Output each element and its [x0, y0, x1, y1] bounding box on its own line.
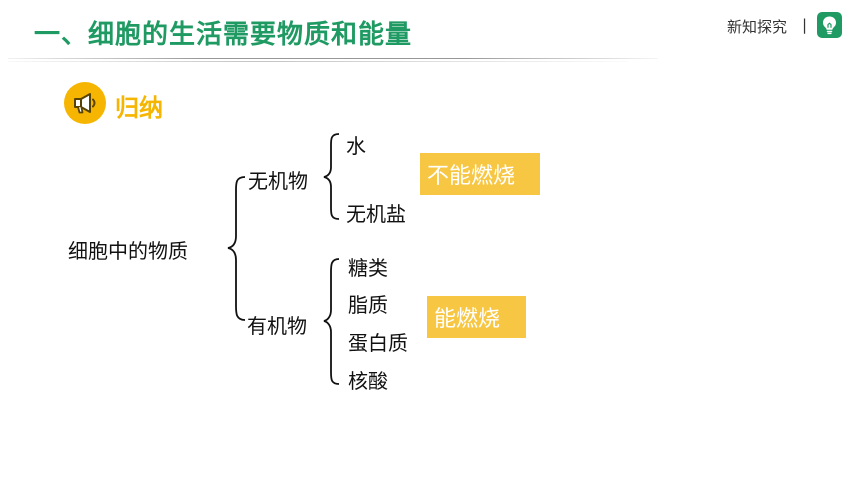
page-title: 一、细胞的生活需要物质和能量: [34, 20, 413, 50]
organic-label: 有机物: [247, 314, 307, 338]
organic-item: 脂质: [348, 293, 388, 317]
summary-label: 归纳: [115, 94, 163, 122]
section-label: 新知探究: [727, 18, 788, 36]
inorganic-brace: [323, 133, 340, 220]
summary-badge: [64, 82, 106, 124]
organic-item: 蛋白质: [348, 331, 408, 355]
inorganic-item: 无机盐: [346, 202, 406, 226]
title-underline-line: [8, 58, 658, 59]
organic-note: 能燃烧: [427, 296, 526, 338]
inorganic-note: 不能燃烧: [420, 153, 540, 195]
organic-item: 核酸: [348, 369, 388, 393]
organic-item: 糖类: [348, 256, 388, 280]
title-underline-line: [8, 61, 628, 62]
megaphone-icon: [74, 93, 96, 114]
inorganic-item: 水: [346, 134, 366, 158]
lightbulb-icon: [823, 16, 836, 35]
lightbulb-badge: [817, 12, 842, 38]
organic-brace: [323, 258, 340, 385]
inorganic-label: 无机物: [248, 169, 308, 193]
root-brace: [227, 176, 246, 321]
root-label: 细胞中的物质: [68, 239, 188, 263]
title-underline: [8, 58, 658, 63]
section-separator: |: [802, 16, 808, 34]
